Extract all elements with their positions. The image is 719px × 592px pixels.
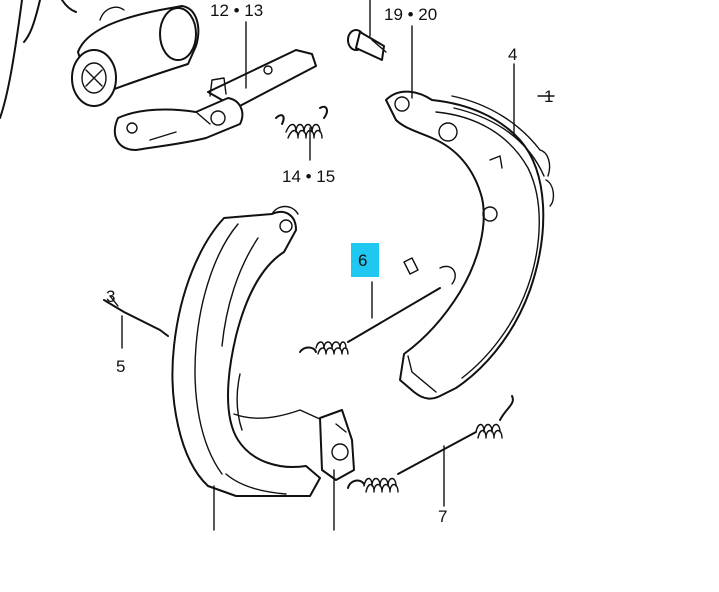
label-3: 3 xyxy=(106,287,115,306)
left-brake-shoe xyxy=(171,205,323,497)
adjuster-lever-assembly xyxy=(113,49,317,151)
label-5: 5 xyxy=(116,357,125,376)
lower-return-spring xyxy=(347,395,514,493)
label-6: 6 xyxy=(358,251,367,270)
label-4: 4 xyxy=(508,45,517,64)
wheel-cylinder xyxy=(61,0,200,107)
label-1: 1 xyxy=(544,87,553,106)
right-brake-shoe xyxy=(385,90,555,400)
leader-lines xyxy=(121,0,555,531)
backing-plate-edge xyxy=(0,0,41,119)
label-7: 7 xyxy=(438,507,447,526)
shoe-pin xyxy=(103,295,169,337)
label-14-15: 14 • 15 xyxy=(282,167,335,186)
label-19-20: 19 • 20 xyxy=(384,5,437,24)
shoe-hold-down-clip xyxy=(319,409,355,481)
return-spring xyxy=(275,105,328,139)
hold-down-pin xyxy=(347,29,387,61)
label-6-highlight xyxy=(351,243,379,277)
label-12-13: 12 • 13 xyxy=(210,1,263,20)
strut-spring-6 xyxy=(299,287,441,355)
